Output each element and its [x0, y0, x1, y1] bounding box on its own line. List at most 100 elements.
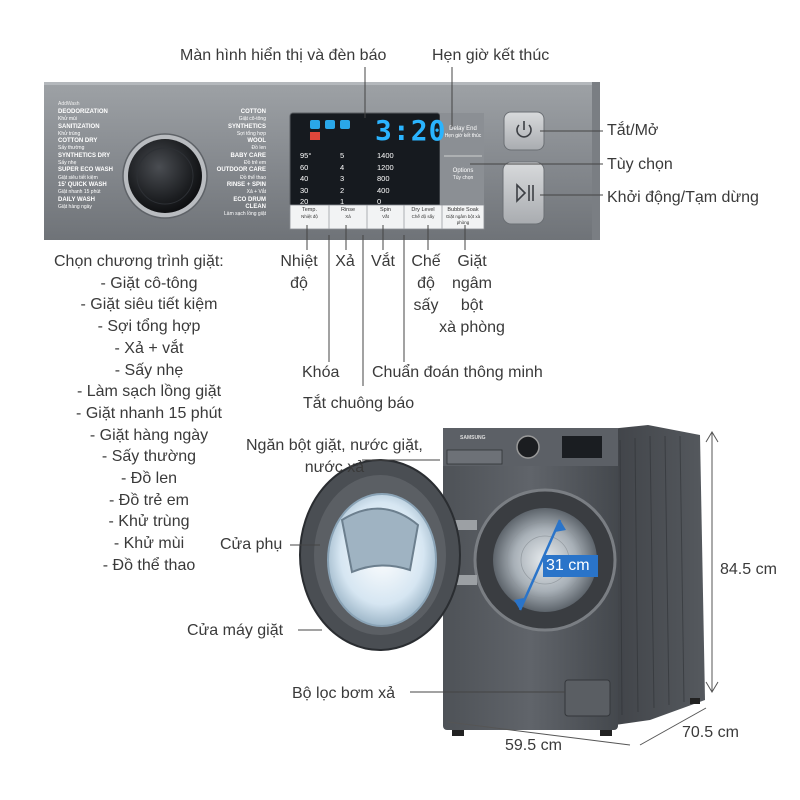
door-dimension-box [543, 555, 598, 577]
options-button[interactable]: Options Tùy chọn [442, 168, 484, 182]
program-item-9: - Đồ len [120, 470, 178, 488]
play-pause-icon [516, 183, 534, 203]
options-label-vi: Tùy chọn [452, 175, 474, 181]
program-dial [128, 139, 202, 213]
program-item-7: - Giặt hàng ngày [89, 426, 209, 444]
machine-display [562, 436, 602, 458]
dry-label-text: Chế độ sấy [411, 253, 441, 314]
rinse-level-1: 4 [340, 162, 345, 172]
dry-label: Chế độ sấy [406, 251, 446, 317]
display-temps: 95° 60 40 30 20 [300, 150, 330, 208]
start-pause-label: Khởi động/Tạm dừng [607, 189, 759, 206]
display-label: Màn hình hiển thị và đèn báo [180, 47, 387, 64]
temp-button[interactable]: Temp.Nhiệt độ [301, 207, 318, 219]
program-item-1: - Giặt siêu tiết kiệm [80, 296, 218, 314]
temperature-label: Nhiệt độ [275, 251, 323, 295]
start-pause-button[interactable] [502, 161, 545, 225]
detergent-drawer [446, 449, 503, 465]
leader-lines [290, 67, 603, 693]
program-item-4: - Sấy nhẹ [114, 361, 184, 379]
program-item-12: - Khử mùi [113, 535, 185, 553]
spin-level-0: 1400 [377, 151, 394, 160]
dimension-lines [447, 431, 719, 746]
spin-level-4: 0 [377, 197, 382, 206]
temp-level-0: 95° [300, 151, 312, 160]
machine-dial [516, 435, 540, 459]
display-icon-2 [325, 120, 335, 129]
filter-label: Bộ lọc bơm xả [292, 685, 395, 702]
spin-level-1: 1200 [377, 162, 394, 172]
rinse-level-2: 3 [340, 174, 345, 183]
rinse-level-0: 5 [340, 151, 345, 160]
spin-label: Vắt [370, 253, 395, 270]
delay-end-label-vi: Hẹn giờ kết thúc [444, 133, 482, 139]
smart-check-label: Chuẩn đoán thông minh [372, 364, 543, 381]
addwash-text: AddWash [58, 101, 80, 107]
temperature-label-text: Nhiệt độ [280, 253, 318, 292]
delay-end-label: Delay End [449, 126, 477, 132]
lock-label: Khóa [302, 364, 340, 381]
program-item-2: - Sợi tổng hợp [97, 318, 201, 336]
programs-list: Chọn chương trình giặt: - Giặt cô-tông -… [54, 251, 244, 577]
delay-end-button[interactable]: Delay End Hẹn giờ kết thúc [442, 126, 484, 140]
control-panel-illustration [44, 82, 600, 240]
temp-level-2: 40 [300, 174, 309, 183]
bubble-label-text: Giặt ngâm bột xà phòng [439, 253, 505, 336]
program-item-5: - Làm sạch lồng giặt [76, 383, 222, 401]
program-item-6: - Giặt nhanh 15 phút [76, 404, 222, 422]
power-label: Tắt/Mở [607, 122, 659, 139]
options-label: Options [452, 168, 474, 174]
height-dimension-label: 84.5 cm [720, 561, 777, 578]
display-icon-3 [340, 120, 350, 129]
mute-label: Tắt chuông báo [303, 395, 415, 412]
depth-dimension-label: 70.5 cm [682, 724, 739, 741]
display-spins: 1400 1200 800 400 0 [377, 150, 407, 208]
program-item-13: - Đồ thể thao [102, 556, 196, 574]
rinse-label: Xả [335, 253, 355, 270]
program-item-0: - Giặt cô-tông [100, 274, 198, 292]
drawer-label-text: Ngăn bột giặt, nước giặt, nước xả [246, 437, 423, 476]
power-icon [516, 121, 532, 138]
bubble-label: Giặt ngâm bột xà phòng [432, 251, 512, 339]
option-label: Tùy chọn [607, 156, 673, 173]
temp-level-1: 60 [300, 162, 309, 172]
main-door-label: Cửa máy giặt [187, 622, 284, 639]
spin-level-3: 400 [377, 185, 390, 195]
drawer-label: Ngăn bột giặt, nước giặt, nước xả [246, 435, 423, 479]
temp-level-4: 20 [300, 197, 309, 206]
programs-title: Chọn chương trình giặt: [54, 253, 224, 270]
display-time: 3:20 [375, 114, 447, 147]
button-strip [289, 204, 485, 230]
program-item-8: - Sấy thường [101, 448, 197, 466]
rinse-level-4: 1 [340, 197, 345, 206]
program-item-10: - Đồ trẻ em [108, 491, 189, 509]
panel-addwash-label: AddWash [58, 101, 80, 107]
end-timer-label: Hẹn giờ kết thúc [432, 47, 550, 64]
panel-right-edge [592, 82, 600, 240]
width-dimension-label: 59.5 cm [505, 737, 562, 754]
filter-cover [564, 679, 611, 717]
spin-level-2: 800 [377, 174, 390, 183]
door-dimension-label: 31 cm [546, 557, 590, 574]
addwash-door-label: Cửa phụ [220, 536, 283, 553]
display-icon-1 [310, 120, 320, 129]
display-warning-icon [310, 132, 320, 140]
